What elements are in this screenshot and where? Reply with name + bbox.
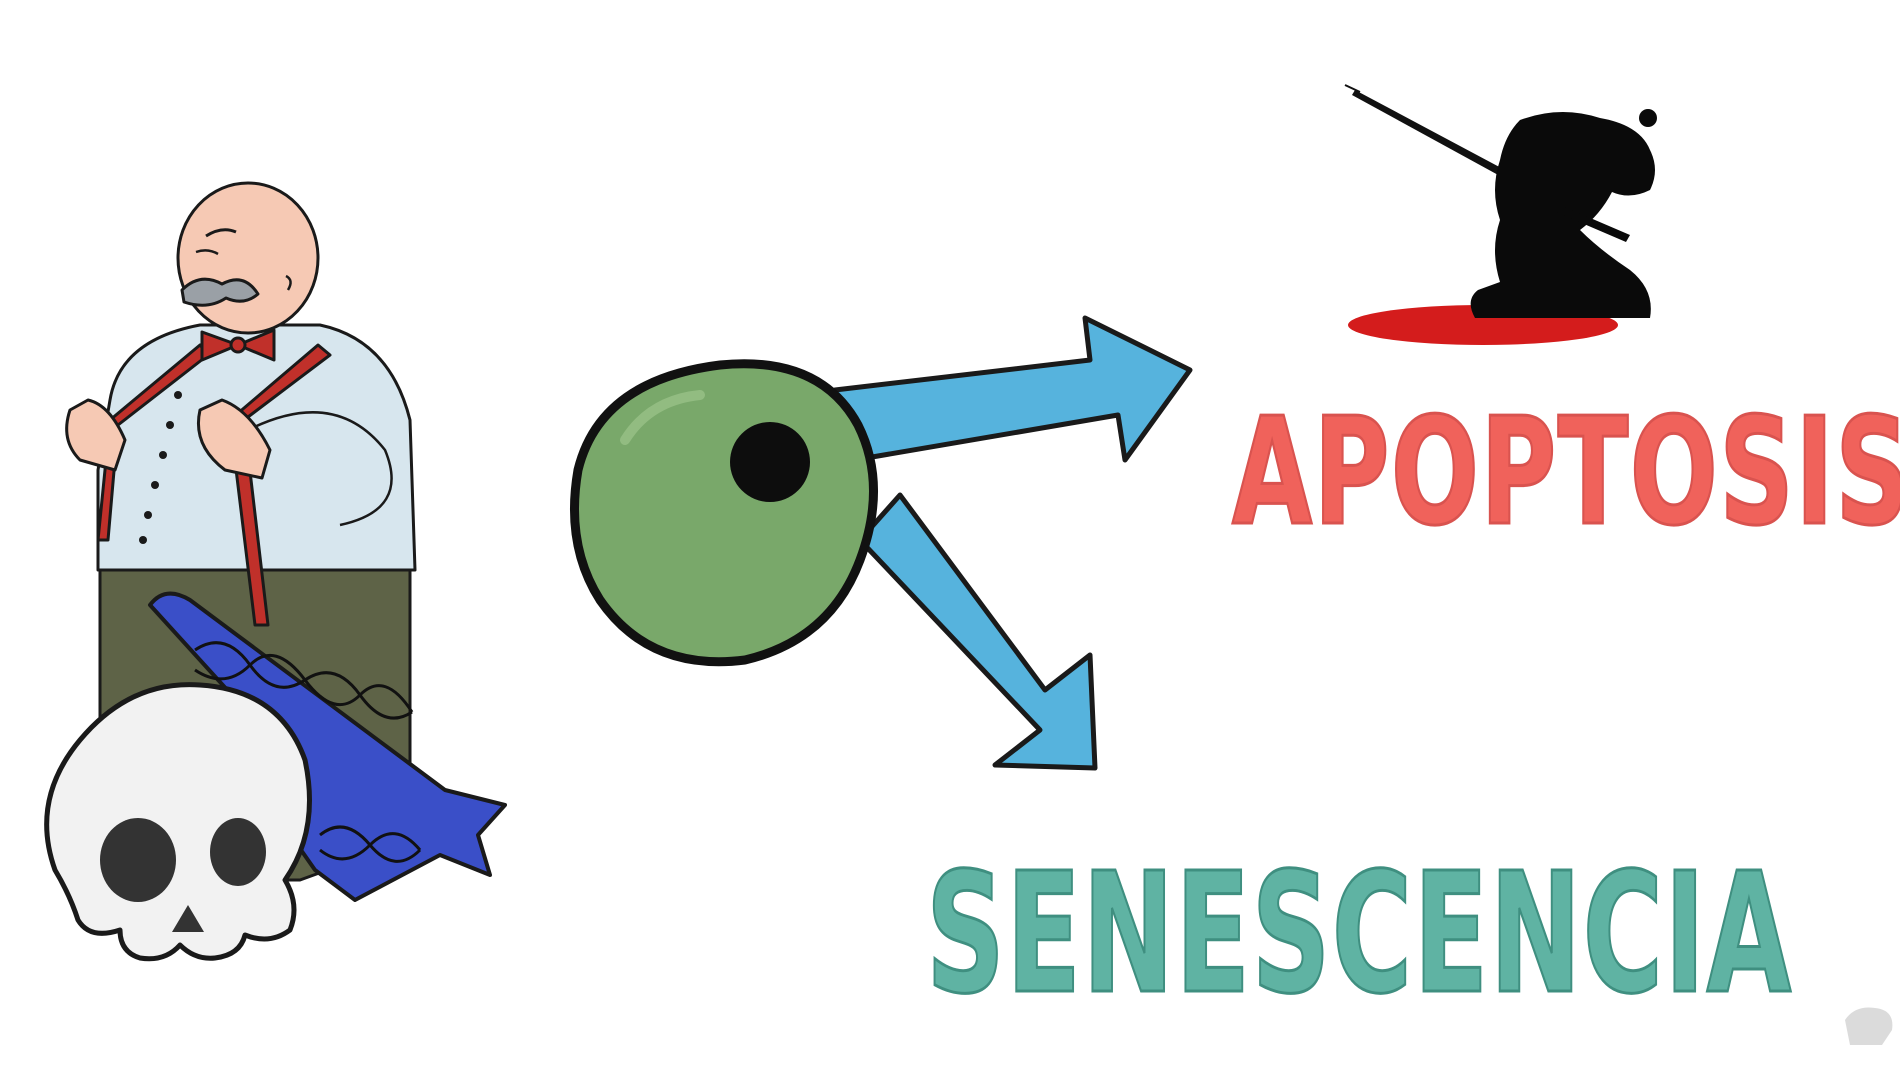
kneeling-samurai-icon [1344, 84, 1657, 345]
arrow-to-apoptosis [832, 315, 1193, 465]
skull-eye-right [210, 818, 266, 886]
skull-outline [44, 682, 312, 962]
mustache [180, 277, 260, 307]
hand-left [65, 398, 127, 472]
dna-helix [194, 641, 422, 863]
skull-icon [44, 682, 312, 962]
hand-right [196, 398, 272, 480]
cell-icon [570, 359, 878, 667]
senescencia-label: SENESCENCIA [925, 838, 1793, 1031]
shirt-buttons [139, 391, 182, 544]
sword [1352, 90, 1505, 176]
cell-body [570, 359, 878, 667]
skull-eye-left [100, 818, 176, 902]
apoptosis-label: APOPTOSIS [1231, 386, 1900, 558]
skull-nose [172, 905, 204, 932]
samurai-silhouette [1470, 111, 1655, 318]
arrow-to-senescencia [857, 492, 1098, 771]
cell-nucleus [730, 422, 810, 502]
head [176, 181, 320, 335]
watermark-icon [1845, 1007, 1893, 1045]
